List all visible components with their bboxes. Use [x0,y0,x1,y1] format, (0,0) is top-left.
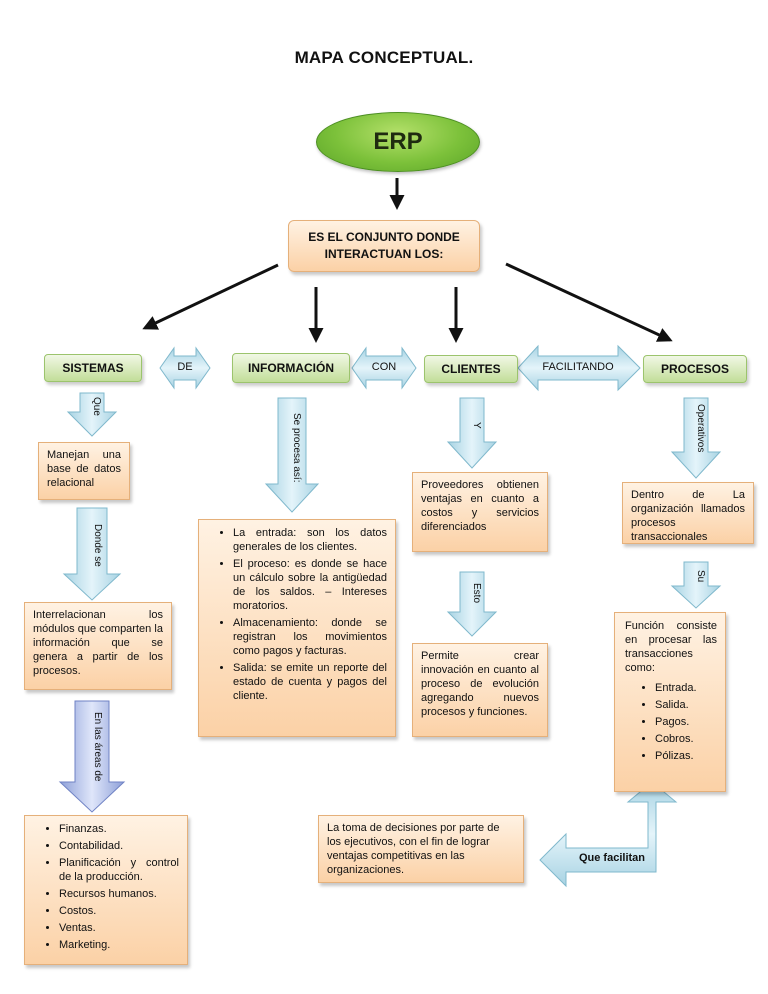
page-title: MAPA CONCEPTUAL. [294,48,474,67]
sistemas-node: SISTEMAS [44,354,142,382]
arrow-label-operativos: Operativos [695,404,706,453]
en-las-areas-arrow [58,700,126,813]
que-arrow [66,392,118,437]
operativos-arrow [670,397,722,479]
sistemas-box-areas: Finanzas. Contabilidad. Planificación y … [24,815,188,965]
sistemas-box-base-datos: Manejan una base de datos relacional [38,442,130,500]
arrow-label-y: Y [471,421,482,429]
list-item: Finanzas. [59,822,179,836]
clientes-node: CLIENTES [424,355,518,383]
arrow-label-donde-se: Donde se [92,523,103,567]
arrow-label-en-las-areas: En las áreas de [92,712,103,782]
list-item: Costos. [59,904,179,918]
funcion-intro: Función consiste en procesar las transac… [625,620,717,674]
arrow-to-procesos [505,262,673,342]
list-item: Salida: se emite un reporte del estado d… [233,661,387,703]
list-item: Almacenamiento: donde se registran los m… [233,616,387,658]
sistemas-box-interrelacionan: Interrelacionan los módulos que comparte… [24,602,172,690]
list-item: Cobros. [655,732,717,746]
list-item: Pólizas. [655,749,717,763]
y-arrow [446,397,498,469]
list-item: Marketing. [59,938,179,952]
con-double-arrow [351,346,417,390]
list-item: La entrada: son los datos generales de l… [233,526,387,554]
arrow-label-que: Que [91,396,102,416]
arrow-to-sistemas [142,263,279,330]
facilitando-double-arrow [517,344,641,392]
clientes-box-innovacion: Permite crear innovación en cuanto al pr… [412,643,548,737]
list-item: Planificación y control de la producción… [59,856,179,884]
pasos-list: La entrada: son los datos generales de l… [209,526,387,703]
list-item: Salida. [655,698,717,712]
erp-root-node: ERP [316,112,480,172]
arrow-label-su: Su [695,569,706,583]
central-concept-node: ES EL CONJUNTO DONDE INTERACTUAN LOS: [288,220,480,272]
connector-con-label: CON [371,361,397,373]
clientes-box-proveedores: Proveedores obtienen ventajas en cuanto … [412,472,548,552]
connector-facilitando-label: FACILITANDO [542,361,614,373]
list-item: Pagos. [655,715,717,729]
procesos-box-transaccionales: Dentro de La organización llamados proce… [622,482,754,544]
funcion-list: Entrada. Salida. Pagos. Cobros. Pólizas. [625,681,717,763]
de-double-arrow [159,346,211,390]
procesos-box-funcion: Función consiste en procesar las transac… [614,612,726,792]
que-facilitan-uturn-arrow [539,781,678,888]
arrow-label-se-procesa: Se procesa así: [291,413,302,483]
areas-list: Finanzas. Contabilidad. Planificación y … [35,822,179,952]
arrow-label-que-facilitan: Que facilitan [578,852,646,864]
list-item: El proceso: es donde se hace un cálculo … [233,557,387,613]
list-item: Ventas. [59,921,179,935]
informacion-box-pasos: La entrada: son los datos generales de l… [198,519,396,737]
arrow-label-esto: Esto [471,582,482,603]
donde-se-arrow [62,507,122,601]
se-procesa-arrow [264,397,320,513]
list-item: Contabilidad. [59,839,179,853]
list-item: Recursos humanos. [59,887,179,901]
esto-arrow [446,571,498,637]
informacion-node: INFORMACIÓN [232,353,350,383]
su-arrow [670,561,722,609]
list-item: Entrada. [655,681,717,695]
procesos-node: PROCESOS [643,355,747,383]
decisiones-box: La toma de decisiones por parte de los e… [318,815,524,883]
connector-de-label: DE [177,361,193,373]
